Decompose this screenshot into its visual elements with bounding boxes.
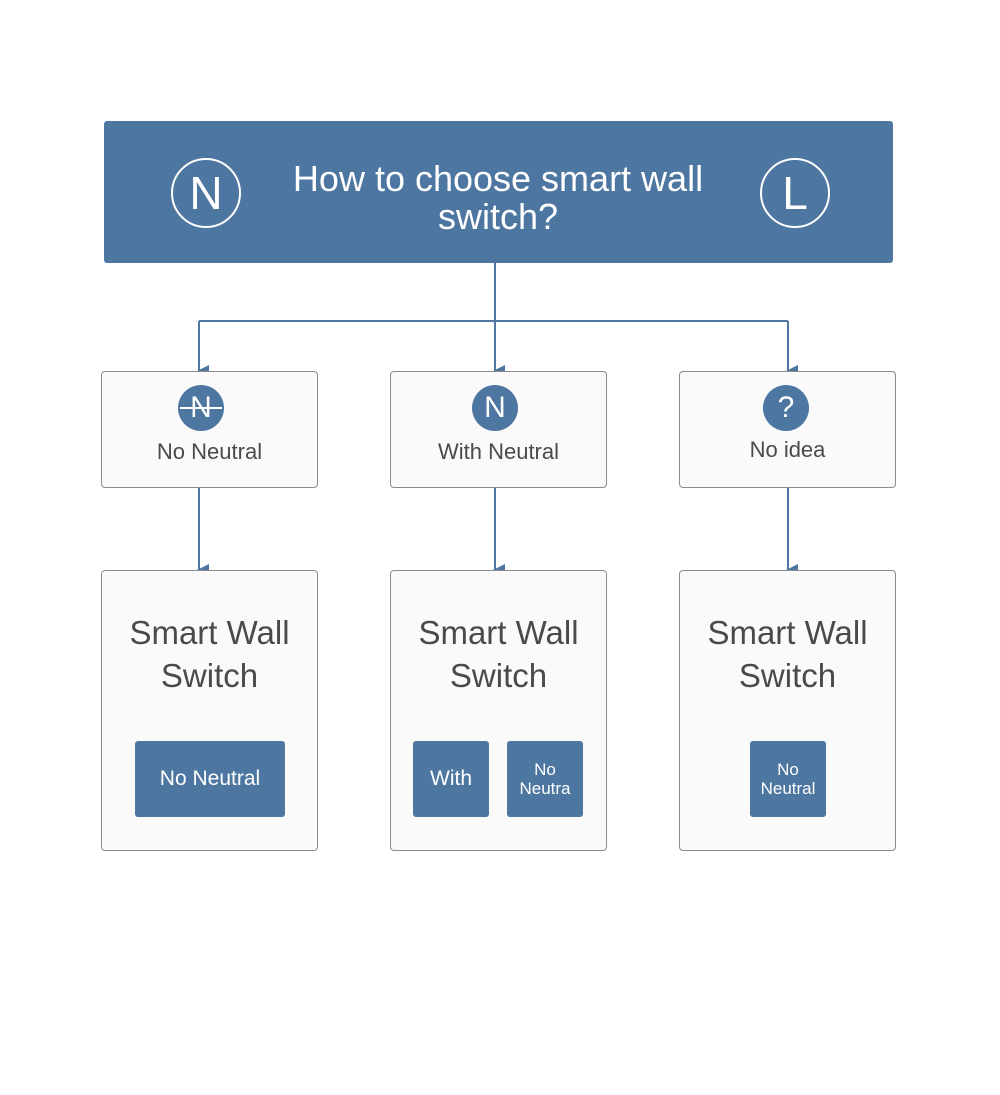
product-card-1: Smart Wall Switch No Neutral [101, 570, 318, 851]
product-title: Smart Wall Switch [707, 614, 868, 694]
question-icon: ? [763, 385, 809, 431]
product-title: Smart Wall Switch [418, 614, 579, 694]
product-card-2: Smart Wall Switch With No Neutra [390, 570, 607, 851]
variant-chip-no-neutral: No Neutral [750, 741, 826, 817]
variant-chip-no-neutral: No Neutra [507, 741, 583, 817]
option-label: With Neutral [437, 439, 560, 464]
option-label: No Neutral [156, 439, 263, 464]
neutral-icon: N [472, 385, 518, 431]
option-card-with-neutral: N With Neutral [390, 371, 607, 488]
product-card-3: Smart Wall Switch No Neutral [679, 570, 896, 851]
product-title: Smart Wall Switch [129, 614, 290, 694]
no-neutral-icon: N [178, 385, 224, 431]
option-card-no-neutral: N No Neutral [101, 371, 318, 488]
option-label: No idea [749, 437, 826, 462]
variant-chip-no-neutral: No Neutral [135, 741, 285, 817]
neutral-symbol-icon: N [171, 158, 241, 228]
page-title: How to choose smart wall switch? [292, 158, 704, 237]
option-card-no-idea: ? No idea [679, 371, 896, 488]
variant-chip-with: With [413, 741, 489, 817]
strike-line [180, 407, 222, 409]
live-symbol-icon: L [760, 158, 830, 228]
